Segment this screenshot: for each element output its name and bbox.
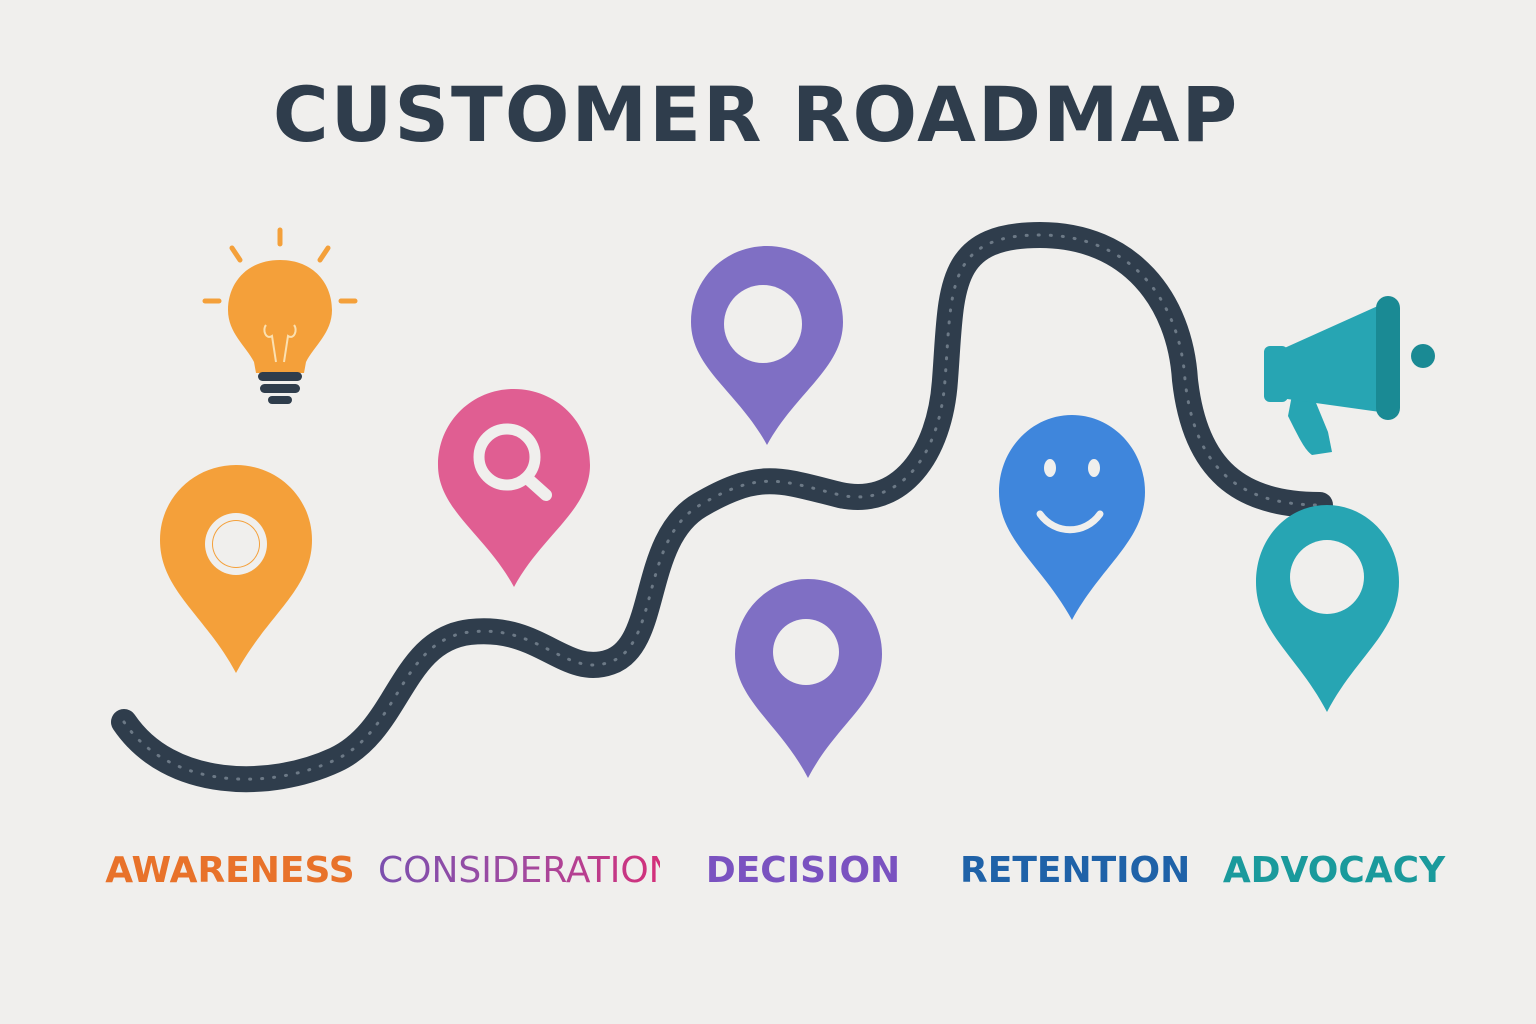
retention-pin [999,415,1145,620]
stage-label-advocacy: ADVOCACY [1222,850,1446,891]
magnifier-icon [473,423,552,501]
stage-label-awareness: AWARENESS [105,850,355,891]
megaphone-icon [1264,296,1435,455]
winding-road [111,222,1333,793]
decision-pin-top [691,246,843,445]
smiley-face-icon [1036,459,1104,534]
stage-label-decision: DECISION [705,850,901,891]
lightbulb-icon [202,227,358,404]
consideration-pin [438,389,590,587]
advocacy-pin [1256,505,1399,712]
page-title: CUSTOMER ROADMAP [272,70,1240,159]
decision-pin-bottom [735,579,882,778]
stage-label-retention: RETENTION [960,850,1191,891]
stage-label-consideration: CONSIDERATION [378,850,676,891]
awareness-pin [160,465,312,673]
